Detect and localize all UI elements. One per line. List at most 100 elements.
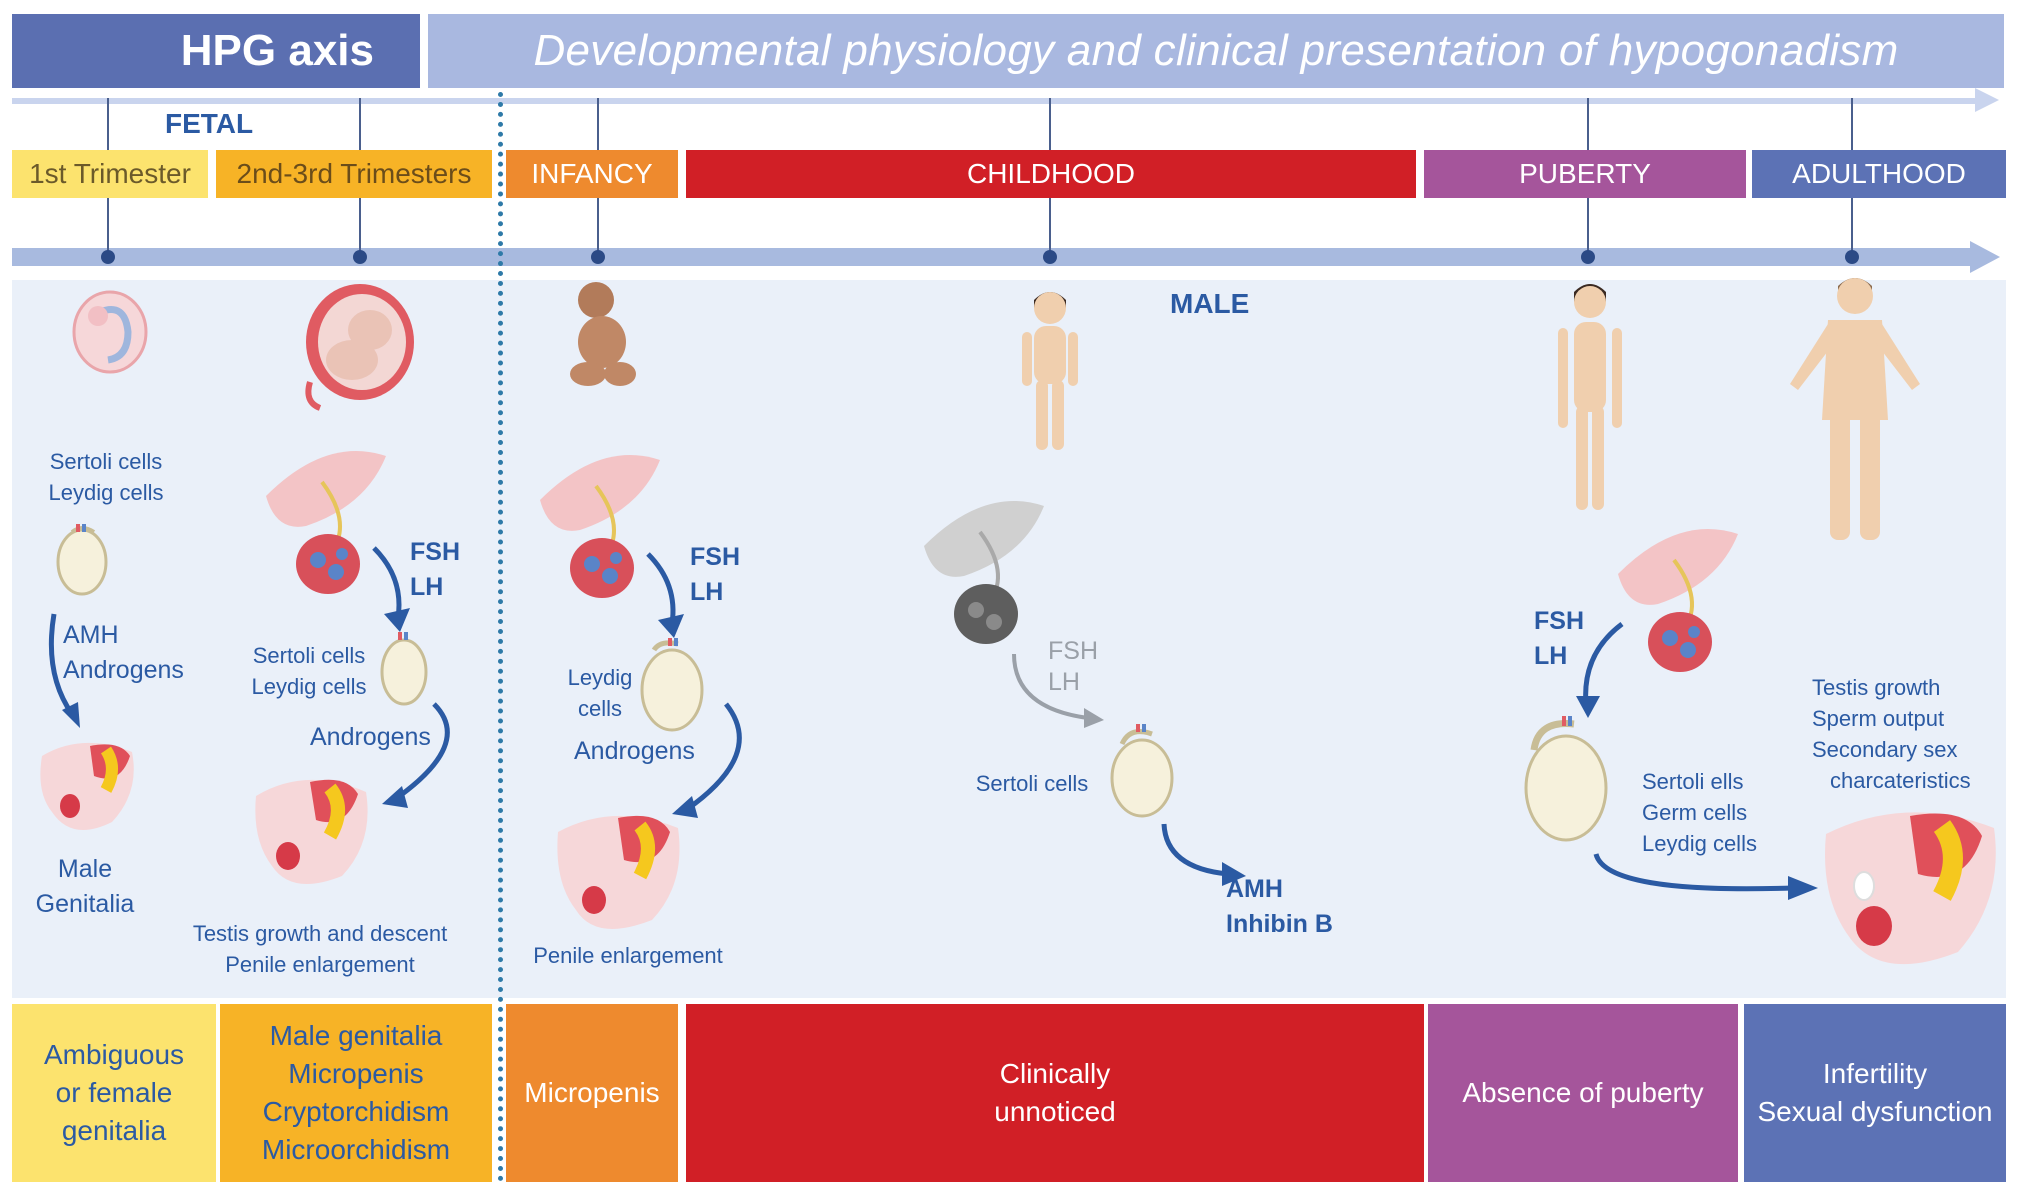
embryo-icon bbox=[72, 290, 148, 374]
outcome-line: Infertility bbox=[1822, 1058, 1928, 1089]
fetal-gonad-icon bbox=[56, 524, 108, 596]
col4-lh-label: LH bbox=[1048, 668, 1080, 696]
col1-hormone-amh: AMH bbox=[63, 621, 119, 649]
outcome-childhood: Clinically unnoticed bbox=[686, 1004, 1424, 1182]
timeline-dot bbox=[101, 250, 115, 264]
outcome-line: Micropenis bbox=[288, 1058, 424, 1089]
fetal-postnatal-divider bbox=[498, 92, 503, 1182]
top-timeline-arrow-icon bbox=[1975, 88, 1999, 112]
stage-puberty: PUBERTY bbox=[1424, 150, 1746, 198]
col3-cells-line1: Leydig bbox=[567, 665, 633, 690]
pubertal-testis-icon bbox=[1524, 716, 1608, 842]
outcome-line: genitalia bbox=[61, 1115, 167, 1146]
col4-gonadotropin-arrow-icon bbox=[1012, 653, 1104, 728]
hpg-axis-label: HPG axis bbox=[12, 14, 420, 88]
col3-gonadotropin-arrow-icon bbox=[646, 552, 684, 638]
prepubertal-testis-icon bbox=[1110, 724, 1174, 818]
col5-output-arrow-icon bbox=[1593, 853, 1818, 900]
col4-output-arrow-icon bbox=[1161, 823, 1246, 886]
infant-testis-icon bbox=[640, 638, 704, 732]
col1-hormone-androgens: Androgens bbox=[63, 656, 184, 684]
col4-hormone-amh: AMH bbox=[1226, 875, 1283, 903]
col5-cells-line2: Germ cells bbox=[1642, 800, 1748, 825]
stage-adulthood: ADULTHOOD bbox=[1752, 150, 2006, 198]
timeline-dot bbox=[591, 250, 605, 264]
adult-figure-icon bbox=[1790, 278, 1920, 540]
col3-androgens: Androgens bbox=[574, 737, 695, 765]
child-figure-icon bbox=[1022, 292, 1078, 450]
adult-genitalia-icon bbox=[1825, 812, 1996, 965]
col1-result-line1: Male bbox=[57, 855, 113, 883]
outcome-line: Absence of puberty bbox=[1462, 1077, 1704, 1108]
outcome-line: Micropenis bbox=[524, 1077, 660, 1108]
outcome-line: Microorchidism bbox=[261, 1134, 451, 1165]
fetal-label: FETAL bbox=[165, 108, 254, 139]
infant-figure-icon bbox=[570, 282, 636, 386]
outcome-line: Male genitalia bbox=[269, 1020, 443, 1051]
col2-result-line1: Testis growth and descent bbox=[192, 921, 448, 946]
col1-cells-line1: Sertoli cells bbox=[49, 449, 163, 474]
top-timeline-line bbox=[12, 98, 1977, 104]
stage-childhood: CHILDHOOD bbox=[686, 150, 1416, 198]
outcome-line: Cryptorchidism bbox=[262, 1096, 450, 1127]
col5-cells-line3: Leydig cells bbox=[1642, 831, 1757, 856]
inactive-hypothalamus-pituitary-icon bbox=[924, 501, 1044, 644]
col6-effect-line3: Secondary sex bbox=[1812, 737, 1958, 762]
col3-result: Penile enlargement bbox=[533, 943, 723, 968]
fetal-genitalia-descended-icon bbox=[255, 779, 368, 884]
col2-cells-line1: Sertoli cells bbox=[252, 643, 366, 668]
col1-cells-line2: Leydig cells bbox=[48, 480, 164, 505]
col2-fsh-label: FSH bbox=[410, 538, 460, 566]
fetus-in-uterus-icon bbox=[305, 284, 414, 411]
col6-effect-line4: charcateristics bbox=[1830, 768, 1971, 793]
fetal-genitalia-icon bbox=[40, 742, 134, 830]
col2-androgen-arrow-icon bbox=[382, 702, 450, 808]
col4-fsh-label: FSH bbox=[1048, 637, 1098, 665]
outcome-line: Sexual dysfunction bbox=[1757, 1096, 1993, 1127]
hypothalamus-pituitary-icon bbox=[1618, 529, 1738, 672]
male-label: MALE bbox=[1170, 288, 1250, 319]
col3-fsh-label: FSH bbox=[690, 543, 740, 571]
outcome-infancy: Micropenis bbox=[506, 1004, 678, 1182]
col6-effect-line2: Sperm output bbox=[1812, 706, 1945, 731]
outcome-line: Ambiguous bbox=[43, 1039, 185, 1070]
col4-hormone-inhibin-b: Inhibin B bbox=[1226, 910, 1333, 938]
hypothalamus-pituitary-icon bbox=[266, 451, 386, 594]
col3-cells-line2: cells bbox=[577, 696, 622, 721]
timeline-axis bbox=[12, 248, 1972, 266]
infant-genitalia-icon bbox=[557, 815, 680, 929]
timeline-dot bbox=[1845, 250, 1859, 264]
col2-lh-label: LH bbox=[410, 573, 444, 601]
outcome-line: unnoticed bbox=[994, 1096, 1116, 1127]
diagram-title: Developmental physiology and clinical pr… bbox=[428, 14, 2004, 88]
stage-first-trimester: 1st Trimester bbox=[12, 150, 208, 198]
outcome-puberty: Absence of puberty bbox=[1428, 1004, 1738, 1182]
timeline-dot bbox=[1043, 250, 1057, 264]
col3-lh-label: LH bbox=[690, 578, 724, 606]
col2-cells-line2: Leydig cells bbox=[251, 674, 367, 699]
outcome-line: Clinically bbox=[999, 1058, 1111, 1089]
timeline-arrow-icon bbox=[1970, 241, 2000, 273]
col2-result-line2: Penile enlargement bbox=[225, 952, 415, 977]
outcome-first-trimester: Ambiguous or female genitalia bbox=[12, 1004, 216, 1182]
stage-infancy: INFANCY bbox=[506, 150, 678, 198]
col6-effect-line1: Testis growth bbox=[1812, 675, 1941, 700]
hypothalamus-pituitary-icon bbox=[540, 455, 660, 598]
col5-fsh-label: FSH bbox=[1534, 607, 1584, 635]
col2-androgens: Androgens bbox=[310, 723, 431, 751]
col5-cells-line1: Sertoli ells bbox=[1642, 769, 1744, 794]
col4-cells: Sertoli cells bbox=[975, 771, 1089, 796]
fetal-testis-icon bbox=[380, 632, 428, 706]
timeline-dot bbox=[1581, 250, 1595, 264]
col1-arrow-icon bbox=[48, 613, 80, 728]
outcome-line: or female bbox=[55, 1077, 173, 1108]
stage-second-third-trimesters: 2nd-3rd Trimesters bbox=[216, 150, 492, 198]
col3-androgen-arrow-icon bbox=[672, 702, 742, 818]
col2-gonadotropin-arrow-icon bbox=[372, 546, 410, 632]
timeline-dot bbox=[353, 250, 367, 264]
adolescent-figure-icon bbox=[1558, 284, 1622, 510]
col1-result-line2: Genitalia bbox=[35, 890, 135, 918]
col5-lh-label: LH bbox=[1534, 642, 1568, 670]
